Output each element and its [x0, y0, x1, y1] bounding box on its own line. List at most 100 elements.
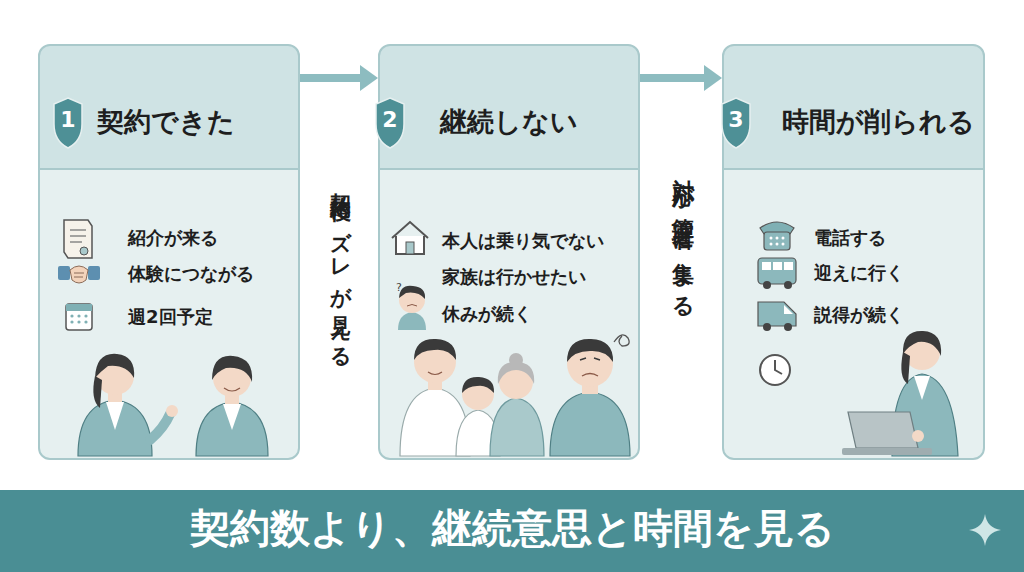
- worried-man: [582, 380, 598, 394]
- family-father: [400, 388, 470, 456]
- phone-icon: [770, 237, 785, 246]
- phone-icon: [782, 237, 785, 240]
- list-item: 体験につながる: [128, 263, 254, 285]
- bus-icon: [758, 258, 796, 289]
- flow-arrow: [300, 65, 378, 91]
- staff-at-laptop: [903, 331, 941, 356]
- phone-icon: [770, 237, 773, 240]
- panel-title: 継続しない: [440, 106, 578, 138]
- van-icon: [758, 302, 796, 331]
- list-item: 週2回予定: [128, 306, 213, 328]
- calendar-icon: [66, 304, 92, 330]
- number-shield: 2: [374, 96, 406, 150]
- panel-title: 時間が削られる: [782, 106, 975, 138]
- house-icon: [392, 222, 428, 238]
- handshake-icon: [70, 266, 88, 283]
- van-icon: [763, 323, 771, 331]
- family-grandmother: [509, 353, 523, 367]
- confused-person-icon: [398, 312, 426, 330]
- arrow-shaft: [300, 74, 360, 82]
- sparkle-mark: [969, 514, 1001, 546]
- list-item: 電話する: [814, 227, 886, 249]
- confused-person-icon: [407, 305, 417, 307]
- family-child: [456, 377, 500, 456]
- step-panel: 継続しない本人は乗り気でない家族は行かせたい休みが続く2: [378, 44, 640, 460]
- arrow-shaft: [640, 74, 704, 82]
- list-item: 休みが続く: [442, 303, 532, 325]
- clock-icon: [760, 355, 790, 385]
- phone-icon: [764, 232, 790, 250]
- staff-woman: [96, 357, 134, 395]
- worried-man: [582, 374, 598, 377]
- staff-woman: [106, 402, 124, 430]
- staff-at-laptop: [901, 352, 910, 384]
- document-icon: [64, 220, 92, 258]
- family-father: [428, 376, 442, 390]
- worried-man: [550, 335, 630, 456]
- calendar-icon: [84, 314, 87, 317]
- staff-woman: [78, 400, 152, 456]
- edge-label: 契約後にズレが見える: [330, 176, 351, 360]
- staff-woman: [93, 376, 102, 408]
- staff-woman: [108, 388, 122, 402]
- family-father: [414, 339, 456, 360]
- staff-woman: [223, 404, 241, 430]
- house-icon: [396, 236, 424, 254]
- family-father: [400, 339, 470, 456]
- worried-man: [567, 339, 613, 362]
- staff-woman: [196, 356, 268, 456]
- handshake-icon: [58, 266, 70, 280]
- calendar-icon: [77, 314, 80, 317]
- calendar-icon: [70, 314, 73, 317]
- van-icon: [784, 305, 793, 314]
- staff-woman: [196, 402, 268, 456]
- step-number: 2: [374, 107, 406, 133]
- staff-woman: [95, 354, 134, 378]
- staff-at-laptop: [892, 374, 958, 456]
- handshake-icon: [74, 273, 84, 277]
- staff-woman: [166, 405, 178, 417]
- family-child: [462, 377, 494, 393]
- worried-man: [614, 335, 629, 346]
- van-icon: [758, 302, 796, 326]
- step-number: 1: [52, 107, 84, 133]
- clock-icon: [775, 360, 782, 374]
- list-item: 紹介が来る: [128, 227, 218, 249]
- conclusion-band: 契約数より、継続意思と時間を見る: [0, 490, 1024, 572]
- family-child: [456, 410, 500, 456]
- edge-label: 対応が管理者に集まる: [672, 160, 694, 310]
- list-item: 迎えに行く: [814, 262, 904, 284]
- handshake-icon: [88, 266, 100, 280]
- staff-at-laptop: [904, 334, 940, 370]
- staff-woman: [78, 354, 178, 456]
- bus-icon: [763, 281, 771, 289]
- worried-man: [580, 358, 600, 360]
- confused-person-icon: [398, 286, 426, 330]
- number-shield: 1: [52, 96, 84, 150]
- step-number: 3: [720, 107, 752, 133]
- phone-icon: [770, 243, 773, 246]
- calendar-icon: [66, 304, 92, 311]
- bus-icon: [784, 281, 792, 289]
- phone-icon: [776, 237, 779, 240]
- list-item: 本人は乗り気でない: [442, 230, 604, 252]
- clock-icon: [760, 355, 790, 385]
- house-icon: [406, 242, 414, 254]
- calendar-icon: [77, 320, 80, 323]
- phone-icon: [760, 222, 794, 250]
- calendar-icon: [70, 320, 73, 323]
- staff-at-laptop: [914, 376, 930, 400]
- confused-person-icon: [399, 286, 425, 299]
- staff-woman: [224, 388, 240, 391]
- staff-at-laptop: [848, 412, 918, 448]
- van-icon: [784, 323, 792, 331]
- staff-woman: [150, 414, 170, 440]
- family-grandmother: [490, 353, 544, 456]
- document-icon: [70, 229, 86, 230]
- phone-icon: [776, 243, 779, 246]
- staff-at-laptop: [842, 331, 958, 456]
- document-icon: [70, 241, 82, 242]
- phone-icon: [782, 243, 785, 246]
